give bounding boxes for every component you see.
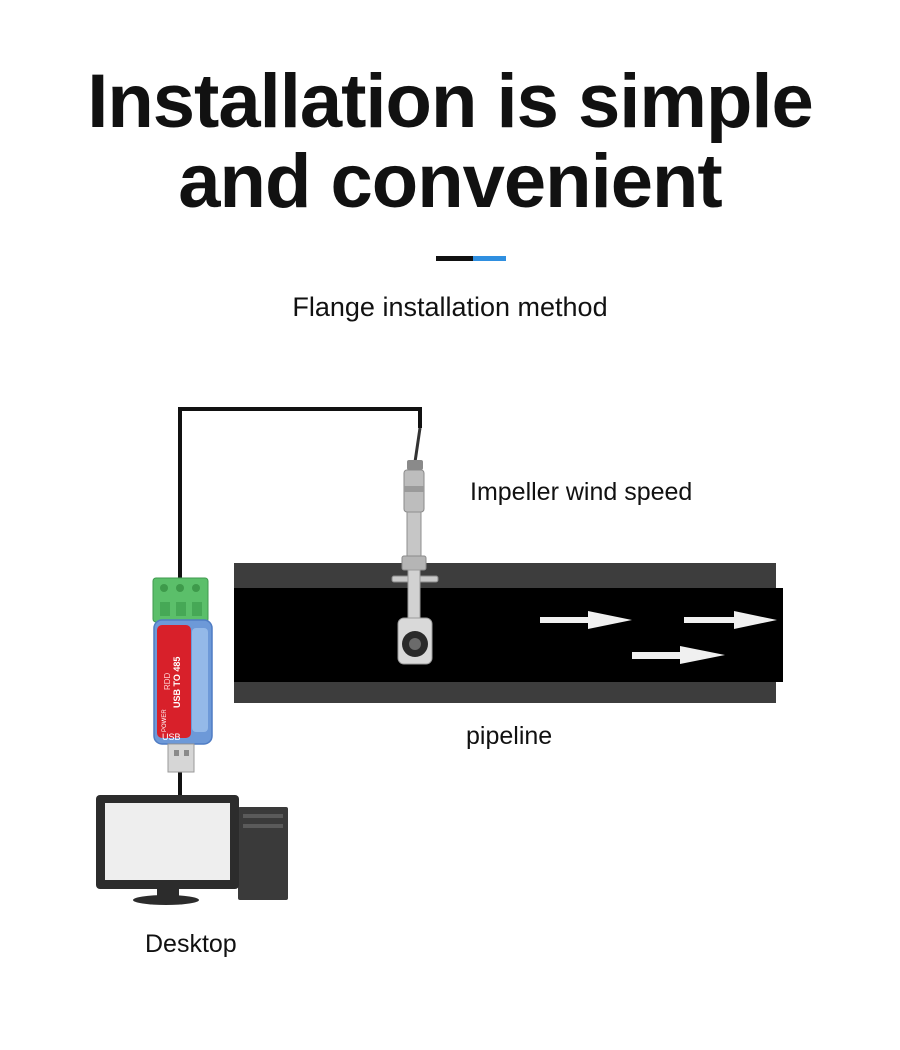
converter-brand-label: RDD bbox=[163, 672, 172, 690]
monitor-stand bbox=[133, 895, 199, 905]
desktop-computer bbox=[96, 795, 288, 905]
converter-usb-label: USB bbox=[162, 732, 181, 742]
pipeline-label: pipeline bbox=[466, 722, 553, 750]
usb-485-converter: USB TO 485 RDD POWER USB bbox=[152, 577, 213, 773]
airflow-arrows bbox=[540, 611, 777, 664]
monitor-screen bbox=[105, 803, 230, 880]
divider-blue-segment bbox=[473, 256, 506, 261]
title-line-1: Installation is simple bbox=[87, 59, 814, 144]
sensor-cable-lead bbox=[413, 427, 422, 463]
computer-tower bbox=[238, 807, 288, 900]
converter-power-label: POWER bbox=[162, 709, 168, 732]
airflow-arrow bbox=[684, 611, 777, 629]
impeller-sensor bbox=[391, 460, 439, 665]
desktop-label: Desktop bbox=[145, 930, 237, 958]
sensor-label: Impeller wind speed bbox=[470, 478, 693, 506]
airflow-arrow bbox=[540, 611, 632, 629]
pipe-interior bbox=[234, 588, 783, 682]
usb-plug bbox=[167, 743, 195, 773]
title-divider bbox=[436, 256, 506, 261]
converter-model-label: USB TO 485 bbox=[172, 657, 182, 708]
installation-method-subtitle: Flange installation method bbox=[292, 292, 608, 322]
divider-dark-segment bbox=[436, 256, 473, 261]
title-line-2: and convenient bbox=[178, 139, 722, 224]
signal-cable bbox=[178, 407, 422, 585]
page-title: Installation is simple and convenient bbox=[0, 62, 900, 222]
airflow-arrow bbox=[632, 646, 725, 664]
pipeline bbox=[234, 563, 783, 703]
